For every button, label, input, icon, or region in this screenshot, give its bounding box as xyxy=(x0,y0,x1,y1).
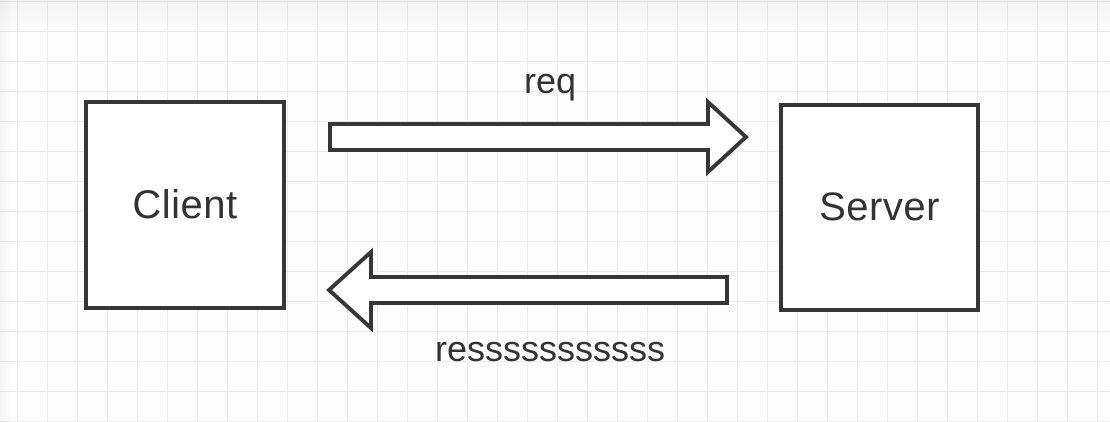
request-edge-label: req xyxy=(523,60,577,101)
server-node-label: Server xyxy=(819,185,940,229)
server-node[interactable]: Server xyxy=(779,103,980,312)
request-arrow-right-icon[interactable] xyxy=(328,97,749,177)
response-edge-label: resssssssssss xyxy=(434,328,665,369)
client-node[interactable]: Client xyxy=(84,100,286,310)
response-arrow-left-icon[interactable] xyxy=(326,247,729,333)
client-node-label: Client xyxy=(132,182,238,227)
